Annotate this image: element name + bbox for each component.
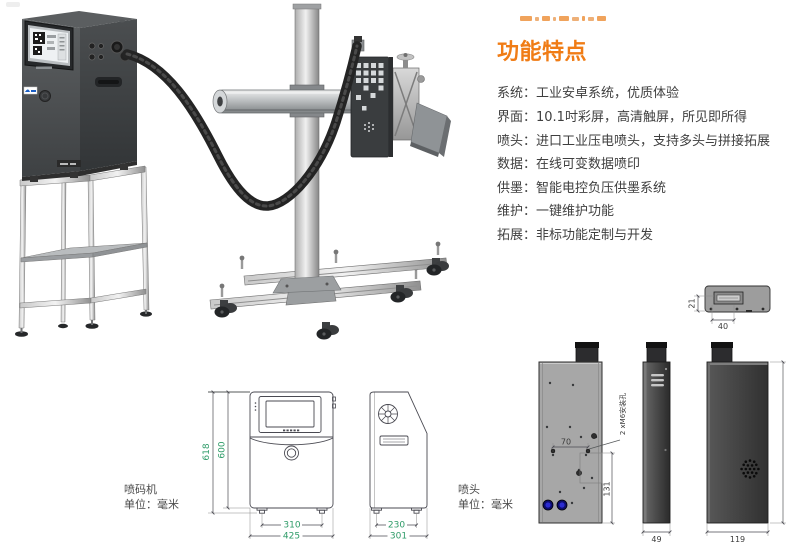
printer-front-view [249, 391, 336, 514]
corner-artifact [6, 2, 20, 7]
dim-nozzle-height: 21 [688, 298, 697, 308]
head-front-view: 70 131 2 xM6安装孔 [538, 342, 627, 525]
head-speaker-holes [740, 459, 760, 479]
brand-logo [23, 86, 38, 95]
feature-item-maintenance: 维护：一键维护功能 [497, 204, 615, 220]
dim-side-width: 49 [651, 535, 661, 544]
feature-item-ink: 供墨：智能电控负压供墨系统 [497, 180, 667, 196]
product-photo [15, 3, 451, 340]
feature-item-custom: 拓展：非标功能定制与开发 [497, 227, 654, 243]
printer-stand [18, 165, 150, 329]
dim-back-width: 119 [730, 535, 745, 544]
cropped-heading-remnant [520, 15, 606, 21]
printhead-assembly [350, 36, 451, 158]
printer-drawing-name: 喷码机 [124, 483, 157, 496]
umbilical-cable [122, 41, 362, 211]
dim-feet-span: 310 [283, 521, 300, 531]
dim-side-feet-span: 230 [388, 521, 405, 531]
dim-total-height: 618 [202, 443, 212, 460]
head-bottom-view: 21 40 [688, 285, 771, 331]
front-knob [39, 90, 51, 102]
dim-body-height: 600 [218, 441, 228, 458]
mounting-hole-callout: 2 xM6安装孔 [618, 393, 627, 435]
side-panel-ports [57, 40, 131, 167]
printer-drawing-unit: 单位：毫米 [124, 498, 179, 511]
printhead-dimension-drawing: 21 40 [538, 285, 786, 544]
ink-connectors [542, 499, 568, 511]
features-section: 功能特点 系统：工业安卓系统，优质体验 界面：10.1吋彩屏，高清触屏，所见即所… [497, 40, 785, 248]
caster-wheels [214, 258, 449, 340]
feature-item-interface: 界面：10.1吋彩屏，高清触屏，所见即所得 [497, 109, 747, 125]
head-side-view: 49 [641, 342, 672, 544]
touchscreen [24, 20, 74, 71]
printhead-drawing-label: 喷头 单位：毫米 [458, 482, 513, 512]
speaker-dots [364, 122, 374, 132]
printer-side-view [369, 391, 428, 514]
printer-drawing-label: 喷码机 单位：毫米 [124, 482, 179, 512]
head-stand-base [209, 241, 448, 310]
dim-total-depth: 301 [390, 532, 407, 542]
feature-item-data: 数据：在线可变数据喷印 [497, 157, 641, 173]
dim-hole-spacing: 70 [561, 438, 571, 447]
head-back-view: 119 [705, 342, 786, 544]
printhead-drawing-unit: 单位：毫米 [458, 498, 513, 511]
features-title: 功能特点 [497, 40, 588, 65]
feature-item-system: 系统：工业安卓系统，优质体验 [497, 86, 680, 102]
printhead-drawing-name: 喷头 [458, 483, 480, 496]
dim-slot-width: 40 [718, 322, 728, 331]
printer-dimensions: 618 600 310 425 230 301 [202, 390, 429, 542]
printer-machine [22, 11, 137, 182]
head-screws [545, 381, 598, 505]
keypad-holes [356, 63, 384, 132]
printer-dimension-drawing: 618 600 310 425 230 301 [202, 390, 429, 542]
head-stand-column [272, 3, 342, 294]
stand-feet [15, 310, 152, 337]
feature-item-printhead: 喷头：进口工业压电喷头，支持多头与拼接拓展 [497, 133, 771, 149]
dim-vertical-extent: 131 [603, 481, 612, 496]
dim-total-width: 425 [283, 532, 300, 542]
